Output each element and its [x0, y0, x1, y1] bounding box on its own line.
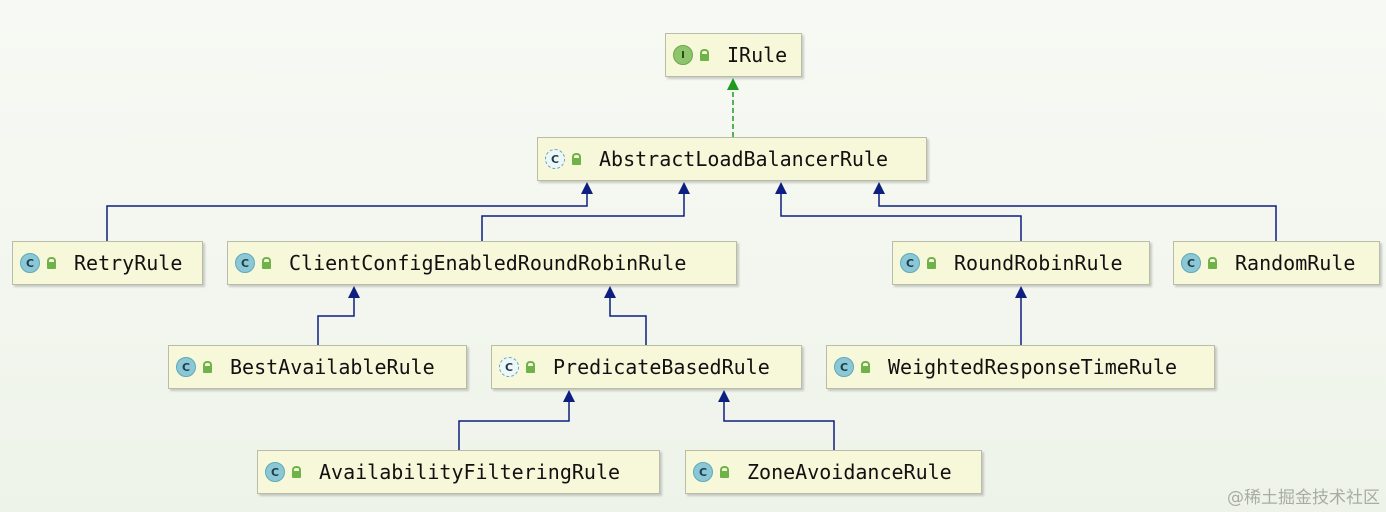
class-node-wrt[interactable]: C WeightedResponseTimeRule [826, 345, 1215, 389]
arrowhead [727, 78, 739, 90]
edge-line [780, 194, 1022, 241]
edge-line [878, 194, 1277, 241]
edge-ccerr-to-alb [481, 182, 690, 241]
class-node-pred[interactable]: C PredicateBasedRule [491, 345, 802, 389]
class-node-ccerr[interactable]: C ClientConfigEnabledRoundRobinRule [227, 241, 737, 285]
class-icon: C [20, 253, 40, 273]
edge-random-to-alb [873, 182, 1277, 241]
class-name-label: AbstractLoadBalancerRule [599, 147, 888, 171]
class-icon: C [900, 253, 920, 273]
class-name-label: RetryRule [74, 251, 183, 275]
class-name-label: RandomRule [1235, 251, 1356, 275]
edge-line [481, 194, 685, 241]
class-node-irule[interactable]: I IRule [665, 33, 802, 77]
arrowhead [563, 390, 575, 402]
edge-line [106, 194, 588, 241]
public-lock-icon [261, 257, 271, 269]
public-lock-icon [291, 466, 301, 478]
edge-best-to-ccerr [317, 286, 360, 345]
edge-line [458, 402, 570, 450]
class-name-label: AvailabilityFilteringRule [319, 460, 621, 484]
public-lock-icon [860, 361, 870, 373]
class-node-retry[interactable]: C RetryRule [12, 241, 203, 285]
class-name-label: PredicateBasedRule [553, 355, 770, 379]
arrowhead [348, 286, 360, 298]
class-node-zone[interactable]: C ZoneAvoidanceRule [685, 450, 982, 494]
public-lock-icon [699, 49, 709, 61]
class-icon: C [693, 462, 713, 482]
class-icon: C [1181, 253, 1201, 273]
arrowhead [1015, 286, 1027, 298]
class-icon: C [176, 357, 196, 377]
public-lock-icon [926, 257, 936, 269]
edge-line [609, 298, 647, 345]
edge-avail-to-pred [458, 390, 575, 450]
class-node-best[interactable]: C BestAvailableRule [168, 345, 467, 389]
public-lock-icon [202, 361, 212, 373]
public-lock-icon [1207, 257, 1217, 269]
edge-line [723, 402, 835, 450]
arrowhead [873, 182, 885, 194]
class-node-random[interactable]: C RandomRule [1173, 241, 1380, 285]
abstract-icon: C [499, 357, 519, 377]
class-node-avail[interactable]: C AvailabilityFilteringRule [257, 450, 660, 494]
public-lock-icon [525, 361, 535, 373]
public-lock-icon [571, 153, 581, 165]
public-lock-icon [46, 257, 56, 269]
arrowhead [678, 182, 690, 194]
interface-icon: I [673, 45, 693, 65]
arrowhead [775, 182, 787, 194]
edge-wrt-to-rr [1015, 286, 1027, 345]
arrowhead [581, 182, 593, 194]
watermark: @稀土掘金技术社区 [1227, 488, 1380, 508]
edge-line [317, 298, 355, 345]
class-name-label: RoundRobinRule [954, 251, 1123, 275]
class-name-label: ZoneAvoidanceRule [747, 460, 952, 484]
class-name-label: WeightedResponseTimeRule [888, 355, 1177, 379]
class-icon: C [235, 253, 255, 273]
arrowhead [604, 286, 616, 298]
edge-zone-to-pred [718, 390, 835, 450]
class-icon: C [265, 462, 285, 482]
class-node-alb[interactable]: C AbstractLoadBalancerRule [537, 137, 927, 181]
public-lock-icon [719, 466, 729, 478]
class-icon: C [834, 357, 854, 377]
edge-pred-to-ccerr [604, 286, 647, 345]
class-node-rr[interactable]: C RoundRobinRule [892, 241, 1150, 285]
class-name-label: IRule [727, 43, 788, 67]
arrowhead [718, 390, 730, 402]
edge-rr-to-alb [775, 182, 1022, 241]
class-name-label: ClientConfigEnabledRoundRobinRule [289, 251, 687, 275]
class-name-label: BestAvailableRule [230, 355, 435, 379]
abstract-icon: C [545, 149, 565, 169]
edge-retry-to-alb [106, 182, 593, 241]
edge-alb-to-irule [727, 78, 739, 137]
